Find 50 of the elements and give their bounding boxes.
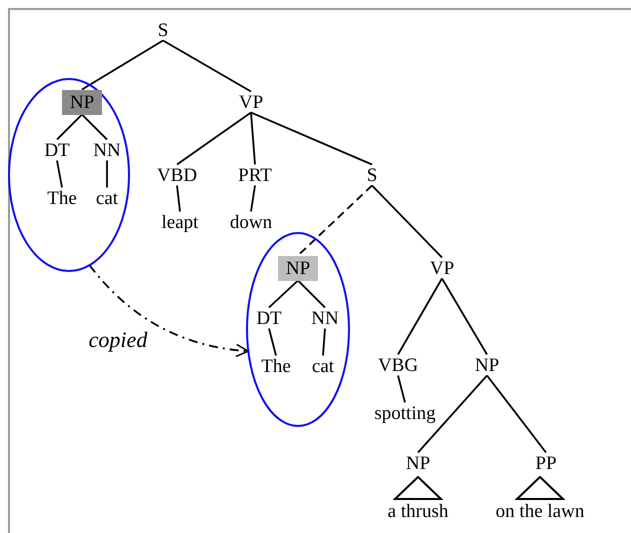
branch-line: [176, 185, 181, 212]
tree-label: S: [154, 20, 172, 40]
branch-line: [250, 185, 256, 212]
tree-label: PRT: [235, 164, 275, 186]
tree-label: The: [258, 356, 294, 376]
branch-line: [486, 374, 547, 454]
branch-line: [250, 112, 372, 166]
highlighted-category-label: NP: [62, 90, 102, 114]
branch-line: [82, 40, 164, 90]
dashed-branch-line: [297, 184, 373, 256]
branch-line: [106, 160, 108, 188]
leaf-words: on the lawn: [494, 500, 586, 522]
branch-line: [176, 112, 252, 166]
branch-line: [162, 40, 252, 92]
tree-label: spotting: [371, 402, 439, 424]
tree-label: NP: [472, 354, 502, 376]
leaf-words: a thrush: [386, 500, 450, 522]
highlighted-category-label: NP: [278, 256, 318, 280]
branch-line: [441, 278, 488, 355]
tree-label: NP: [402, 452, 434, 474]
tree-label: DT: [41, 140, 73, 160]
arrow: [88, 264, 250, 357]
branch-line: [81, 114, 108, 140]
tree-label: S: [364, 164, 380, 186]
highlight-ellipse: [8, 78, 130, 272]
branch-line: [371, 184, 443, 258]
tree-label: cat: [308, 356, 338, 376]
branch-line: [397, 375, 406, 403]
branch-line: [268, 328, 277, 356]
tree-label: PP: [532, 452, 560, 474]
tree-label: VBD: [154, 164, 200, 186]
tree-label: cat: [92, 188, 122, 208]
tree-label: NN: [90, 140, 124, 160]
tree-label: DT: [253, 308, 285, 328]
tree-label: The: [44, 188, 80, 208]
branch-line: [322, 328, 326, 356]
branch-line: [250, 112, 256, 165]
tree-label: down: [226, 212, 276, 232]
branch-line: [297, 280, 326, 308]
highlight-ellipse: [246, 232, 350, 427]
tree-label: NN: [308, 308, 342, 328]
branch-line: [268, 280, 299, 308]
tree-label: VP: [426, 258, 458, 278]
tree-label: VBG: [374, 354, 422, 376]
tree-label: leapt: [158, 212, 202, 232]
tree-label: VP: [236, 92, 266, 112]
branch-line: [417, 374, 488, 454]
branch-line: [397, 278, 443, 355]
branch-line: [56, 160, 63, 188]
branch-line: [56, 114, 83, 140]
